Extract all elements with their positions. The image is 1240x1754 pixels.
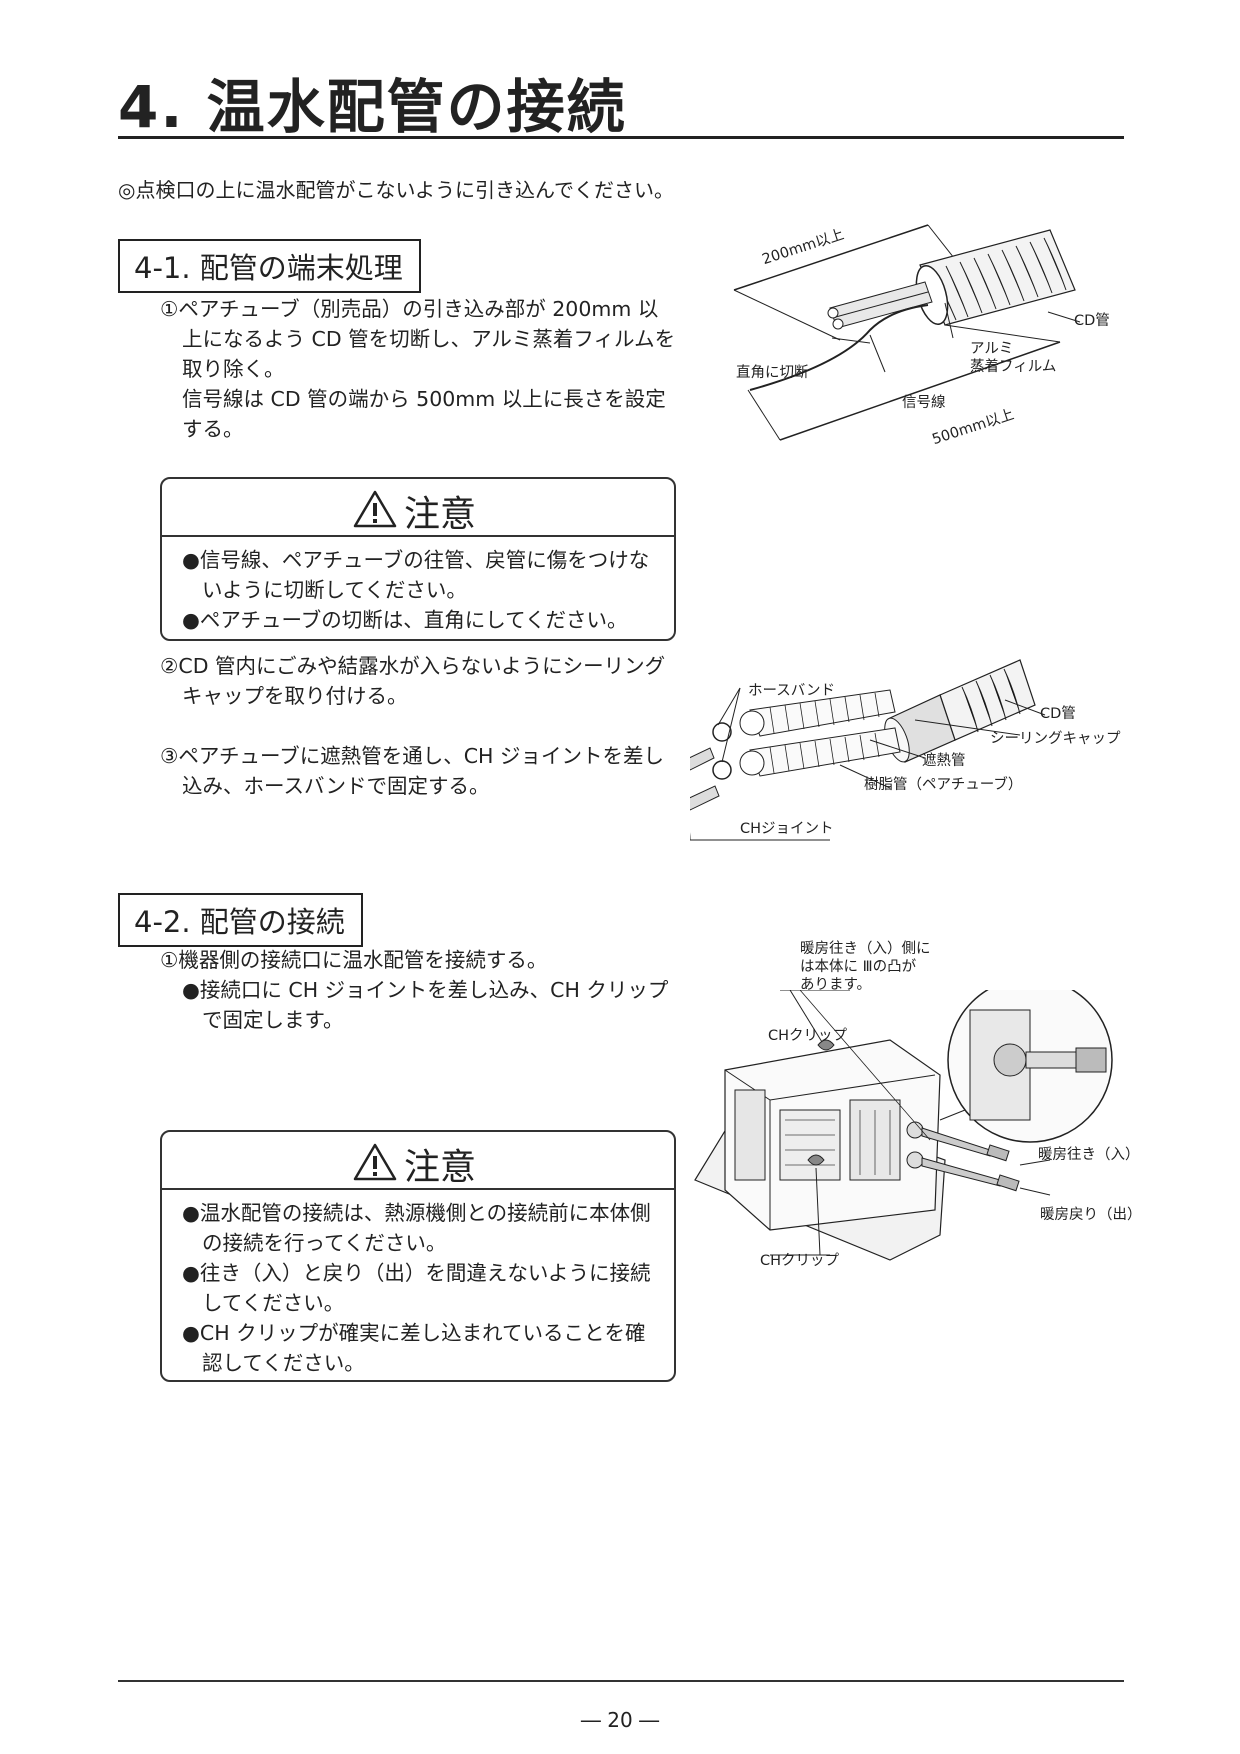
page-number: ― 20 ― <box>580 1708 660 1732</box>
text-line: 信号線は CD 管の端から 500mm 以上に長さを設定 <box>182 387 666 411</box>
label-ch-clip-top: CHクリップ <box>768 1028 848 1044</box>
label-sealing-cap: シーリングキャップ <box>990 731 1121 747</box>
label-resin-pipe: 樹脂管（ペアチューブ） <box>864 777 1023 793</box>
label-cd-pipe: CD管 <box>1074 313 1110 329</box>
text-line: キャップを取り付ける。 <box>182 684 408 708</box>
caution-item-cont: いように切断してください。 <box>202 578 467 602</box>
footer-rule <box>118 1680 1124 1682</box>
text-line: は本体に Ⅲの凸が <box>800 959 917 975</box>
text-line: あります。 <box>800 977 872 993</box>
label-supply-side-note: 暖房往き（入）側に は本体に Ⅲの凸が あります。 <box>800 940 931 994</box>
figure-pipe-end-diagram <box>733 224 1081 441</box>
label-heating-supply: 暖房往き（入） <box>1038 1147 1140 1163</box>
section-heading-4-2: 4-2. 配管の接続 <box>118 893 363 947</box>
caution-item: ●信号線、ペアチューブの往管、戻管に傷をつけな <box>182 548 650 572</box>
text-line: ●接続口に CH ジョイントを差し込み、CH クリップ <box>182 978 669 1002</box>
label-aluminum-film: アルミ 蒸着フィルム <box>970 340 1056 376</box>
text-line: 暖房往き（入）側に <box>800 941 931 957</box>
intro-note: ◎点検口の上に温水配管がこないように引き込んでください。 <box>118 178 675 202</box>
label-cut-square: 直角に切断 <box>736 365 809 381</box>
caution-title: 注意 <box>404 1147 477 1188</box>
text-line: 取り除く。 <box>182 357 285 381</box>
caution-item-cont: 認してください。 <box>202 1351 365 1375</box>
figure-unit-connection-diagram <box>694 990 1113 1261</box>
text-line: ③ペアチューブに遮熱管を通し、CH ジョイントを差し <box>160 744 664 768</box>
caution-item: ●ペアチューブの切断は、直角にしてください。 <box>182 608 628 632</box>
label-heating-return: 暖房戻り（出） <box>1040 1207 1142 1223</box>
text-line: 上になるよう CD 管を切断し、アルミ蒸着フィルムを <box>182 327 676 351</box>
label-signal-wire: 信号線 <box>902 395 946 411</box>
text-line: ①機器側の接続口に温水配管を接続する。 <box>160 948 548 972</box>
caution-header: 注意 <box>162 1132 674 1190</box>
label-ch-joint: CHジョイント <box>740 821 834 837</box>
section1-step1: ①ペアチューブ（別売品）の引き込み部が 200mm 以 上になるよう CD 管を… <box>160 294 675 444</box>
caution-box-1: 注意 ●信号線、ペアチューブの往管、戻管に傷をつけな いように切断してください。… <box>160 477 676 641</box>
text-line: ①ペアチューブ（別売品）の引き込み部が 200mm 以 <box>160 297 659 321</box>
warning-triangle-icon <box>353 1143 397 1181</box>
section-heading-4-1: 4-1. 配管の端末処理 <box>118 239 421 293</box>
figure-joint-diagram <box>690 659 1046 841</box>
caution-body: ●温水配管の接続は、熱源機側との接続前に本体側 の接続を行ってください。 ●往き… <box>162 1190 674 1378</box>
section2-step1: ①機器側の接続口に温水配管を接続する。 ●接続口に CH ジョイントを差し込み、… <box>160 945 668 1035</box>
caution-title: 注意 <box>404 494 477 535</box>
caution-item-cont: の接続を行ってください。 <box>202 1231 447 1255</box>
text-line: 込み、ホースバンドで固定する。 <box>182 774 490 798</box>
caution-box-2: 注意 ●温水配管の接続は、熱源機側との接続前に本体側 の接続を行ってください。 … <box>160 1130 676 1382</box>
caution-body: ●信号線、ペアチューブの往管、戻管に傷をつけな いように切断してください。 ●ペ… <box>162 537 674 635</box>
label-ch-clip-bottom: CHクリップ <box>760 1253 840 1269</box>
text-line: で固定します。 <box>202 1008 344 1032</box>
section1-step2: ②CD 管内にごみや結露水が入らないようにシーリング キャップを取り付ける。 <box>160 651 665 711</box>
title-underline <box>118 136 1124 139</box>
warning-triangle-icon <box>353 490 397 528</box>
label-hose-band: ホースバンド <box>748 683 835 699</box>
text-line: アルミ <box>970 341 1014 357</box>
caution-header: 注意 <box>162 479 674 537</box>
text-line: する。 <box>182 417 244 441</box>
caution-item: ●CH クリップが確実に差し込まれていることを確 <box>182 1321 646 1345</box>
text-line: 蒸着フィルム <box>970 359 1057 375</box>
caution-item-cont: してください。 <box>202 1291 345 1315</box>
caution-item: ●温水配管の接続は、熱源機側との接続前に本体側 <box>182 1201 651 1225</box>
label-cd-pipe-2: CD管 <box>1040 706 1076 722</box>
text-line: ②CD 管内にごみや結露水が入らないようにシーリング <box>160 654 666 678</box>
label-heat-shield: 遮熱管 <box>922 753 966 769</box>
page-title: 4. 温水配管の接続 <box>118 73 627 141</box>
section1-step3: ③ペアチューブに遮熱管を通し、CH ジョイントを差し 込み、ホースバンドで固定す… <box>160 741 664 801</box>
caution-item: ●往き（入）と戻り（出）を間違えないように接続 <box>182 1261 651 1285</box>
